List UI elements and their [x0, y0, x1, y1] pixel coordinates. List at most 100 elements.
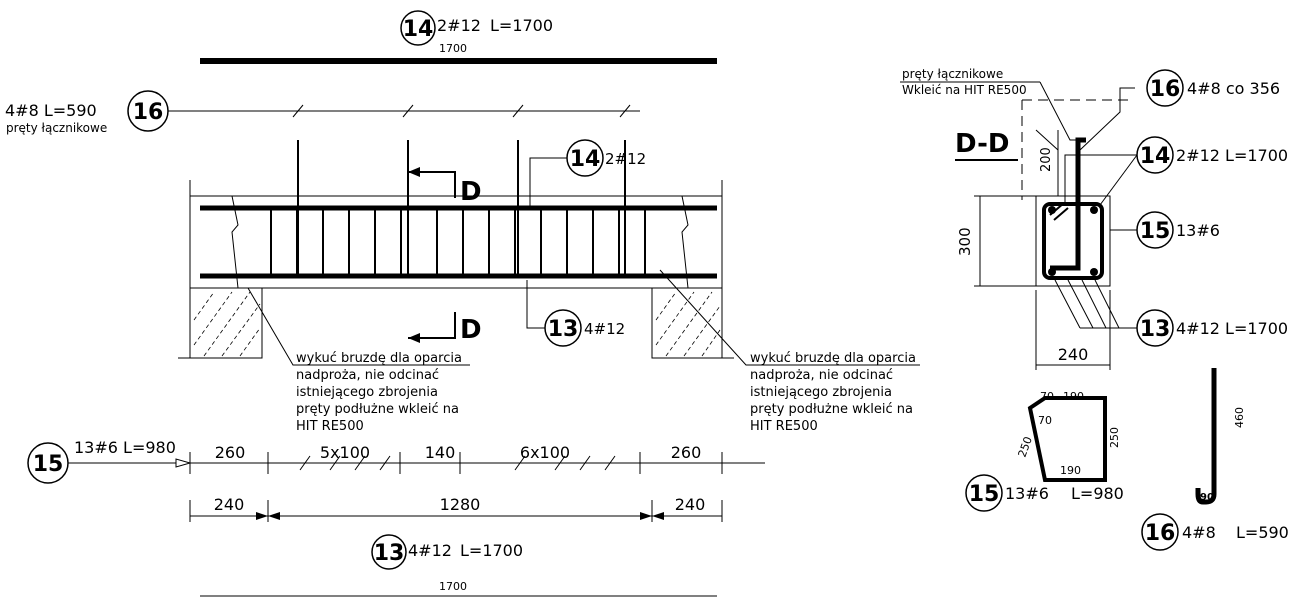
section-cut-top — [408, 171, 456, 198]
mark-15-section: 15 — [1140, 219, 1171, 244]
svg-text:wykuć bruzdę dla oparcia: wykuć bruzdę dla oparcia — [296, 351, 462, 366]
svg-text:pręty podłużne wkleić na: pręty podłużne wkleić na — [296, 402, 459, 417]
svg-text:pręty podłużne wkleić na: pręty podłużne wkleić na — [750, 402, 913, 417]
section-callout-15: 13#6 — [1176, 221, 1220, 240]
hook-detail-group: 460 90 16 4#8 L=590 — [1141, 368, 1289, 551]
tick — [292, 104, 304, 118]
mark-14-elev: 14 — [570, 147, 601, 172]
svg-text:wykuć bruzdę dla oparcia: wykuć bruzdę dla oparcia — [750, 351, 916, 366]
section-callout-13: 4#12 L=1700 — [1176, 319, 1288, 338]
svg-text:HIT RE500: HIT RE500 — [750, 419, 818, 434]
section-dowel — [1050, 137, 1086, 271]
tick — [619, 104, 631, 118]
stirrup-detail-length: L=980 — [1071, 484, 1124, 503]
stirrup-shape — [1027, 396, 1107, 482]
hook-dim-90: 90 — [1200, 492, 1214, 503]
link-bars-spec: 4#8 L=590 — [5, 101, 97, 120]
row-dim-260-left: 260 — [215, 443, 246, 462]
svg-text:istniejącego zbrojenia: istniejącego zbrojenia — [296, 385, 438, 400]
mark-16-section: 16 — [1150, 77, 1181, 102]
stirrup-dim-250-left: 250 — [1016, 435, 1035, 459]
bottom-bar-dim: 1700 — [439, 580, 467, 593]
mark-15-detail: 15 — [969, 482, 1000, 507]
mark-14-section: 14 — [1140, 144, 1171, 169]
row-dim-6x100: 6x100 — [520, 443, 570, 462]
overall-dim-1280: 1280 — [440, 495, 481, 514]
stirrup-detail-group: 70 190 70 250 250 190 15 13#6 L=980 — [965, 390, 1124, 512]
callout-13-leader — [526, 280, 545, 329]
stirrups — [270, 207, 646, 276]
mark-14-top: 14 — [403, 17, 434, 42]
callout-14-leader — [529, 157, 567, 206]
overall-dim-240-right: 240 — [675, 495, 706, 514]
mark-13-section: 13 — [1140, 317, 1171, 342]
hook-detail-spec: 4#8 — [1182, 523, 1216, 542]
top-bar-dim: 1700 — [439, 42, 467, 55]
elevation-group: D D 14 2#12 13 4#12 wykuć bruzdę dla opa… — [178, 139, 920, 434]
link-bars-group: 4#8 L=590 pręty łącznikowe 16 — [5, 90, 640, 135]
row-dim-260-right: 260 — [671, 443, 702, 462]
row-dim-5x100: 5x100 — [320, 443, 370, 462]
overall-dim-240-left: 240 — [214, 495, 245, 514]
break-line-left — [231, 195, 239, 289]
mark-16-left: 16 — [133, 100, 164, 125]
bottom-bar-spec: 4#12 — [408, 541, 452, 560]
section-callout-16: 4#8 co 356 — [1187, 79, 1280, 98]
section-note: pręty łącznikowe Wkleić na HIT RE500 — [902, 67, 1027, 97]
mark-16-detail: 16 — [1145, 521, 1176, 546]
mark-15-row: 15 — [33, 452, 64, 477]
bottom-bar-group: 13 4#12 L=1700 1700 — [200, 534, 717, 597]
mark-bubble-14-top — [400, 10, 436, 46]
support-right — [651, 287, 723, 359]
stirrup-dim-250-right: 250 — [1108, 427, 1121, 448]
section-cut-label-top: D — [460, 177, 482, 207]
section-dim-200: 200 — [1039, 147, 1054, 172]
link-bars-desc: pręty łącznikowe — [6, 121, 107, 135]
top-bar-group: 14 2#12 L=1700 1700 — [200, 10, 717, 64]
stirrup-row-spec: 13#6 L=980 — [74, 438, 176, 457]
tick — [402, 104, 414, 118]
section-dim-300: 300 — [956, 227, 974, 256]
stirrup-dim-70-b: 70 — [1038, 414, 1052, 427]
svg-text:istniejącego zbrojenia: istniejącego zbrojenia — [750, 385, 892, 400]
svg-text:nadproża, nie odcinać: nadproża, nie odcinać — [296, 368, 439, 383]
tick — [512, 104, 524, 118]
overall-dims: 240 1280 240 — [189, 495, 723, 522]
note-right-leader — [659, 269, 920, 366]
elev-callout-13: 4#12 — [584, 320, 625, 338]
stirrup-detail-spec: 13#6 — [1005, 484, 1049, 503]
hook-dim-460: 460 — [1233, 407, 1246, 428]
section-dd-group: D-D pręty łącznikowe Wkleić na HIT RE500… — [900, 67, 1288, 370]
mark-13-bottom: 13 — [374, 541, 405, 566]
section-cut-label-bottom: D — [460, 315, 482, 345]
section-stirrup — [1042, 202, 1104, 280]
svg-text:pręty łącznikowe: pręty łącznikowe — [902, 67, 1003, 81]
section-callout-14: 2#12 L=1700 — [1176, 146, 1288, 165]
section-cut-bottom — [408, 312, 456, 339]
section-dim-240: 240 — [1058, 345, 1089, 364]
note-left-leader — [247, 287, 470, 366]
hook-detail-length: L=590 — [1236, 523, 1289, 542]
svg-text:HIT RE500: HIT RE500 — [296, 419, 364, 434]
stirrup-dim-190-top: 190 — [1063, 390, 1084, 403]
section-title: D-D — [955, 129, 1009, 159]
break-line-right — [681, 195, 689, 289]
note-right: wykuć bruzdę dla oparcia nadproża, nie o… — [750, 351, 916, 434]
elev-callout-14: 2#12 — [605, 150, 646, 168]
top-bar-spec: 2#12 — [437, 16, 481, 35]
svg-text:Wkleić na HIT RE500: Wkleić na HIT RE500 — [902, 83, 1027, 97]
stirrup-dim-190-bottom: 190 — [1060, 464, 1081, 477]
bottom-bar-length: L=1700 — [460, 541, 523, 560]
section-outline — [1035, 195, 1111, 287]
svg-text:nadproża, nie odcinać: nadproża, nie odcinać — [750, 368, 893, 383]
stirrup-dim-70-a: 70 — [1040, 390, 1054, 403]
stirrup-dim-row: 15 13#6 L=980 260 5x100 140 6x100 260 — [27, 438, 765, 484]
row-dim-140: 140 — [425, 443, 456, 462]
note-left: wykuć bruzdę dla oparcia nadproża, nie o… — [296, 351, 462, 434]
support-right-hatch — [655, 291, 721, 357]
top-bar-length: L=1700 — [490, 16, 553, 35]
mark-13-elev: 13 — [548, 317, 579, 342]
support-left-hatch — [193, 291, 261, 357]
hook-shape — [1195, 368, 1217, 505]
